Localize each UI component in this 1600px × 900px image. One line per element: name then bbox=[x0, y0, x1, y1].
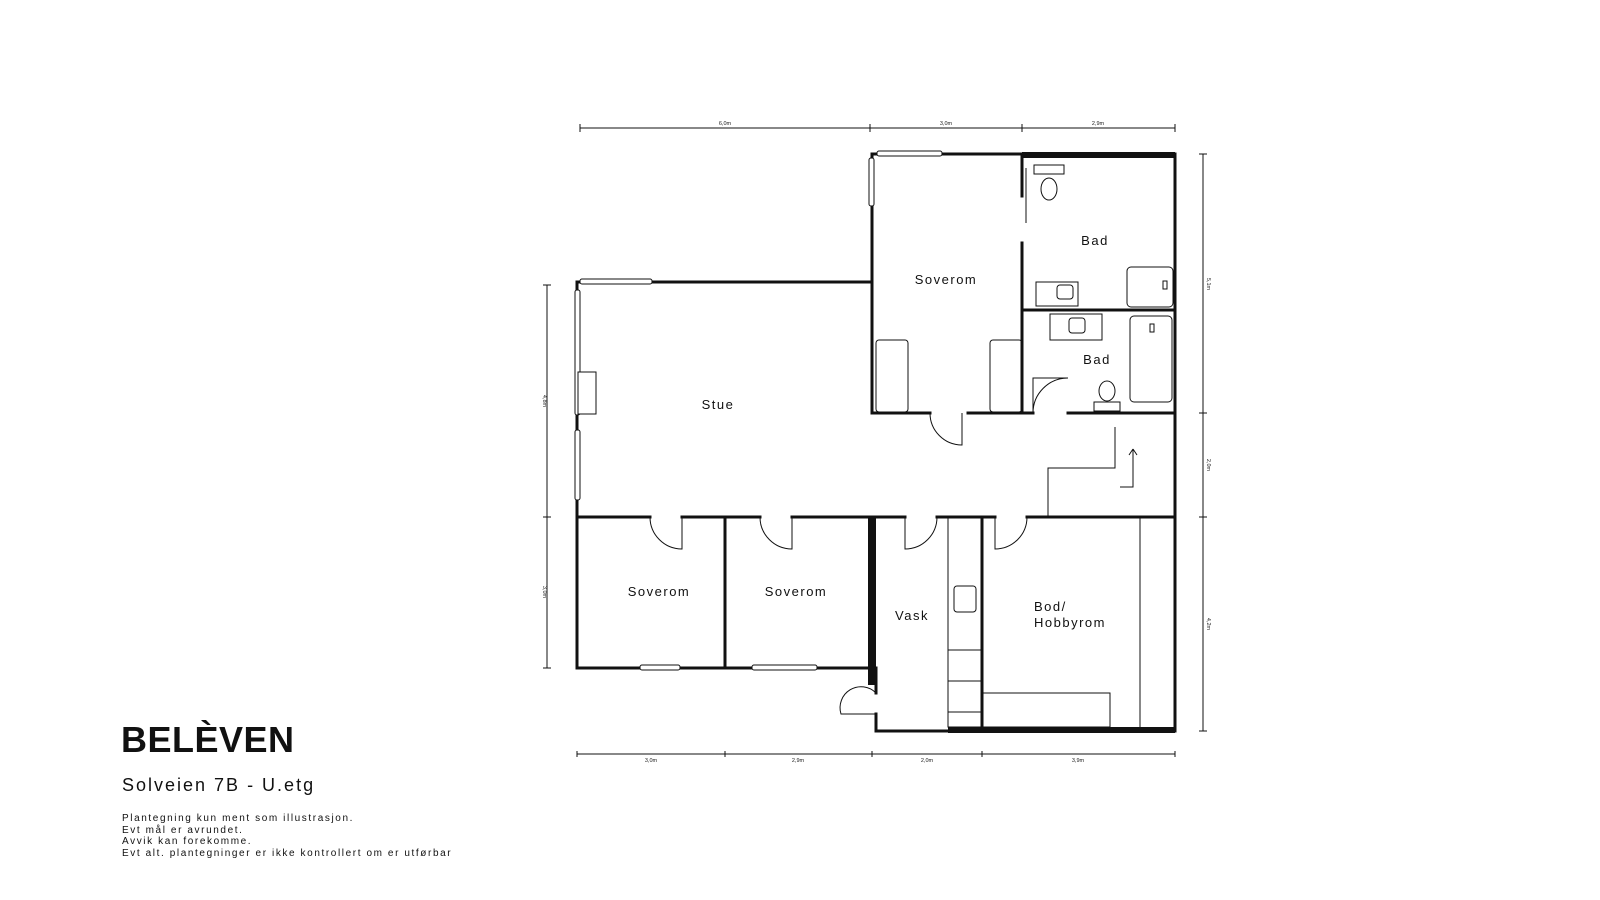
dim-label-bottom-2: 2,9m bbox=[792, 758, 805, 764]
dim-label-right-1: 5,1m bbox=[1205, 278, 1211, 291]
thick-walls bbox=[868, 152, 1175, 733]
room-label-stue: Stue bbox=[702, 397, 735, 412]
doors bbox=[649, 377, 1069, 715]
dim-label-bottom-3: 2,0m bbox=[921, 758, 934, 764]
room-label-vask: Vask bbox=[895, 608, 929, 623]
dim-label-left-2: 3,0m bbox=[541, 586, 547, 599]
disclaimer-text: Plantegning kun ment som illustrasjon. E… bbox=[122, 813, 452, 859]
room-label-bad-top: Bad bbox=[1081, 233, 1109, 248]
disclaimer-line: Avvik kan forekomme. bbox=[122, 836, 253, 847]
disclaimer-line: Plantegning kun ment som illustrasjon. bbox=[122, 813, 355, 824]
room-label-bad-mid: Bad bbox=[1083, 352, 1111, 367]
dim-label-top-1: 6,0m bbox=[719, 121, 732, 127]
room-label-hobbyrom: Hobbyrom bbox=[1034, 615, 1106, 630]
room-label-bod: Bod/ bbox=[1034, 599, 1067, 614]
room-label-soverom-left: Soverom bbox=[628, 584, 691, 599]
dimension-labels: 6,0m 3,0m 2,9m 3,0m 2,9m 2,0m 3,9m 4,8m … bbox=[541, 121, 1211, 764]
disclaimer-line: Evt mål er avrundet. bbox=[122, 824, 244, 836]
dim-label-right-3: 4,2m bbox=[1205, 618, 1211, 631]
dimension-lines bbox=[543, 124, 1207, 757]
dim-label-top-2: 3,0m bbox=[940, 121, 953, 127]
dim-label-right-2: 2,0m bbox=[1205, 459, 1211, 472]
room-labels: Soverom Bad Bad Stue Soverom Soverom Vas… bbox=[628, 233, 1111, 630]
windows bbox=[574, 150, 943, 671]
dim-label-bottom-1: 3,0m bbox=[645, 758, 658, 764]
dim-label-top-3: 2,9m bbox=[1092, 121, 1105, 127]
fixtures bbox=[875, 164, 1174, 728]
dim-label-bottom-4: 3,9m bbox=[1072, 758, 1085, 764]
fireplace bbox=[577, 371, 597, 415]
room-label-soverom-top: Soverom bbox=[915, 272, 978, 287]
dim-label-left-1: 4,8m bbox=[541, 395, 547, 408]
stairs bbox=[1047, 427, 1138, 517]
address-subtitle: Solveien 7B - U.etg bbox=[122, 775, 316, 795]
brand-logo: BELÈVEN bbox=[121, 719, 295, 760]
disclaimer-line: Evt alt. plantegninger er ikke kontrolle… bbox=[122, 847, 453, 859]
room-label-soverom-mid: Soverom bbox=[765, 584, 828, 599]
